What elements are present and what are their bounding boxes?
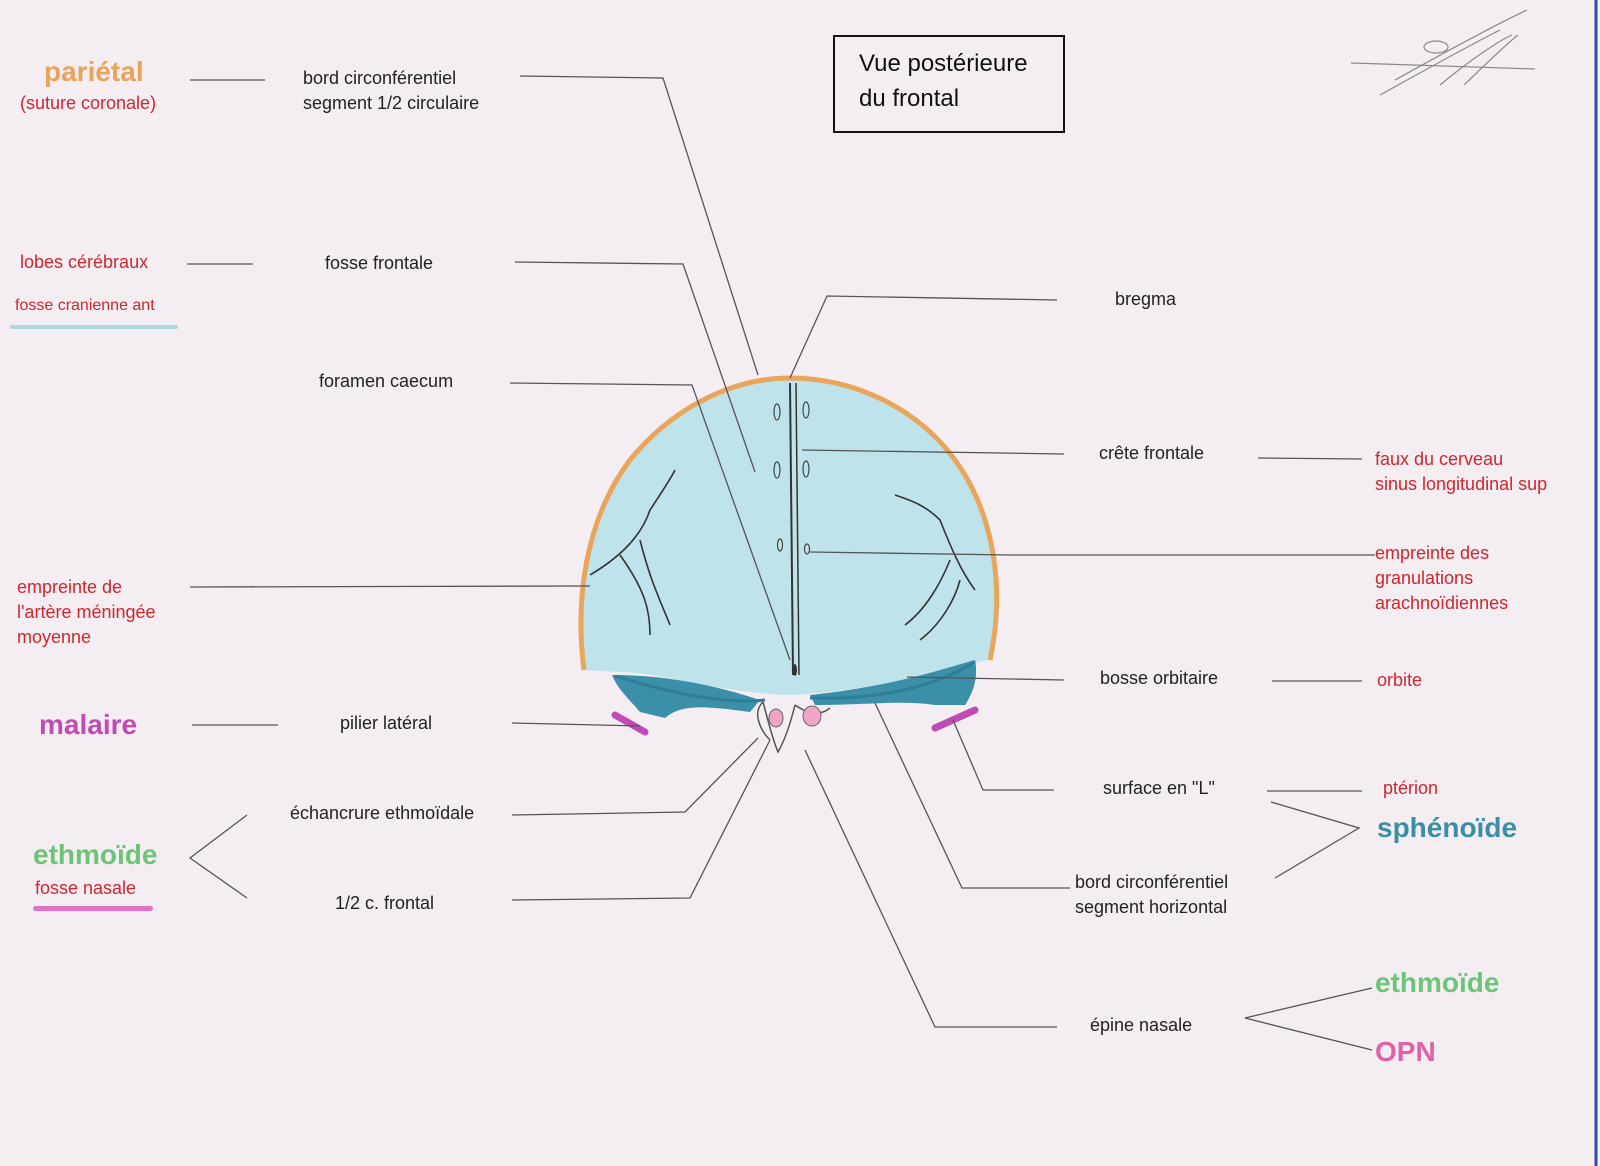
relation-parietal: pariétal [44,56,144,87]
relation-fosse-cranienne: fosse cranienne ant [15,297,155,314]
link-faux [1257,457,1363,460]
leader-pilier [511,722,641,727]
label-crete-frontale: crête frontale [1099,443,1205,463]
relation-fosse-nasale: fosse nasale [35,878,137,898]
relation-ethmoide-right: ethmoïde [1375,967,1500,998]
leader-crete [801,449,1065,455]
label-foramen-caecum: foramen caecum [319,371,454,391]
orbital-edge [614,660,976,703]
leader-granul [809,551,1375,556]
relation-lobes-cerebraux: lobes cérébraux [20,252,149,272]
leader-surface-l [952,719,1054,791]
malar-contact-left [611,711,649,736]
leader-bord-horiz [874,702,1070,889]
leader-bosse [906,676,1065,681]
underline-fosse-cranienne [10,325,178,329]
sinus-left [768,708,784,728]
leader-bord-circ-half [519,75,759,376]
leader-epine [804,749,1057,1028]
relation-granulations: empreinte des granulations arachnoïdienn… [1375,543,1509,614]
leader-bregma [789,295,1058,379]
relation-opn: OPN [1375,1036,1436,1067]
title-line-1: Vue postérieure [859,50,1028,77]
label-surface-l: surface en "L" [1103,778,1215,798]
sinus-right [802,705,822,727]
relation-suture-coronale: (suture coronale) [20,93,157,113]
leader-echancrure [511,737,759,816]
relation-artere-meningee: empreinte de l'artère méningée moyenne [17,577,156,648]
relation-faux-du-cerveau: faux du cerveau sinus longitudinal sup [1375,449,1548,495]
relation-ethmoide-left: ethmoïde [33,839,158,870]
relation-pterion: ptérion [1383,778,1439,798]
leader-half-c [511,739,771,901]
relation-malaire: malaire [39,709,138,740]
fossa-fill [580,378,997,695]
label-bosse-orbitaire: bosse orbitaire [1100,668,1219,688]
label-echancrure: échancrure ethmoïdale [290,803,475,823]
leader-lines [187,75,1375,1051]
orbital-plate-right [810,660,977,705]
underline-fosse-nasale [33,906,153,911]
malar-contact-right [931,706,979,732]
relation-orbite: orbite [1377,670,1423,690]
frontal-crest [789,382,794,676]
label-half-c-frontal: 1/2 c. frontal [335,893,435,913]
relation-sphenoide: sphénoïde [1377,812,1518,843]
link-ethmoide-left [188,814,248,899]
label-epine-nasale: épine nasale [1090,1015,1193,1035]
link-ethmoide-right [1244,987,1373,1051]
title-line-2: du frontal [859,84,960,112]
label-pilier-lateral: pilier latéral [340,713,433,733]
leader-fosse-frontale [514,261,756,473]
label-bregma: bregma [1115,289,1177,309]
label-bord-circ-half: bord circonférentiel segment 1/2 circula… [303,68,480,114]
label-fosse-frontale: fosse frontale [325,253,434,273]
meningeal-grooves [589,469,976,641]
link-sphenoide [1270,801,1361,879]
signature [1350,9,1536,96]
label-bord-circ-horiz: bord circonférentiel segment horizontal [1075,872,1229,918]
leader-foramen-caecum [509,382,791,661]
leader-artere [189,585,591,588]
diagram-title: Vue postérieure du frontal [833,35,1065,133]
